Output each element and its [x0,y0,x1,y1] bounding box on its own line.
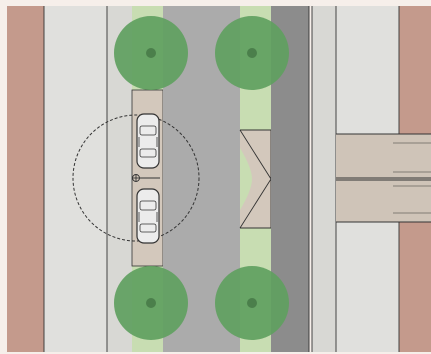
bulb-out [240,130,271,228]
turning-radius-circle [72,114,200,242]
car-icon [136,188,160,244]
tree-icon [114,266,188,340]
tree-icon [215,16,289,90]
crosshair-icon [132,174,160,182]
tree-icon [114,16,188,90]
sidewalk-left [44,6,107,352]
tree-icon [215,266,289,340]
sidewalk-right-inner [312,6,336,352]
car-icon [136,113,160,169]
building-left [7,6,44,352]
